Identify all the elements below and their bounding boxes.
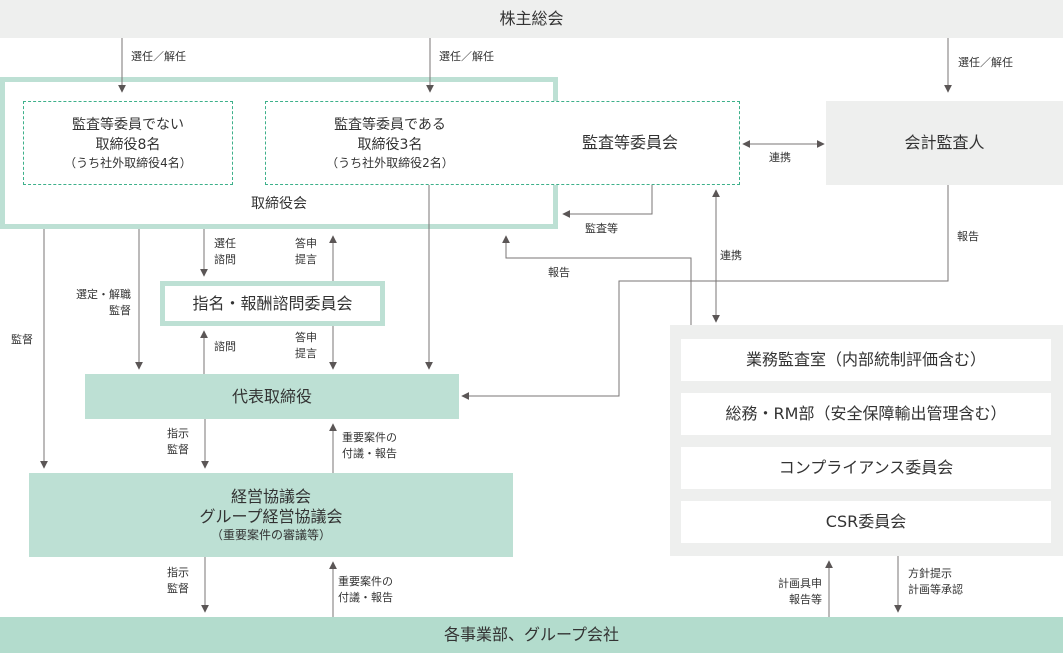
accounting-auditor-label: 会計監査人 [904, 133, 985, 152]
label-shiji-1a: 指示 [167, 427, 189, 440]
arrow-report-ceo [461, 185, 949, 400]
shareholders-meeting-label: 株主総会 [499, 9, 564, 28]
label-juyo-1b: 付議・報告 [342, 447, 397, 460]
nomination-label: 指名・報酬諮問委員会 [192, 293, 353, 313]
board-label: 取締役会 [251, 196, 307, 212]
label-keikaku-1: 計画具申 [778, 577, 822, 590]
label-juyo-2b: 付議・報告 [338, 591, 393, 604]
label-sentei-1: 選定・解職 [76, 288, 131, 301]
label-juyo-1: 重要案件の 付議・報告 [342, 430, 397, 462]
audit-line3: （うち社外取締役2名） [326, 156, 454, 170]
label-juyo-2: 重要案件の 付議・報告 [338, 574, 393, 606]
audit-directors: 監査等委員である 取締役3名 （うち社外取締役2名） [275, 101, 505, 185]
label-juyo-2a: 重要案件の [338, 575, 393, 588]
label-elect-2: 選任／解任 [439, 50, 494, 63]
label-shiji-2a: 指示 [167, 566, 189, 579]
label-renkei-1: 連携 [769, 151, 791, 164]
non-audit-line1: 監査等委員でない [72, 117, 184, 133]
arrow-kansa [562, 185, 653, 218]
label-shiji-2: 指示 監督 [167, 565, 189, 597]
council-line3: （重要案件の審議等） [210, 528, 331, 542]
label-houkoku-2: 報告 [957, 230, 979, 243]
label-keikaku-2: 報告等 [789, 593, 822, 606]
label-sentei: 選定・解職 監督 [64, 287, 131, 319]
label-toushin-2: 答申 提言 [295, 330, 317, 362]
label-toushin-1b: 提言 [295, 253, 317, 266]
audit-line2: 取締役3名 [357, 137, 423, 153]
label-renkei-2: 連携 [720, 249, 742, 262]
csr-label: CSR委員会 [825, 512, 907, 531]
label-toushin-2b: 提言 [295, 347, 317, 360]
non-audit-directors-box: 監査等委員でない 取締役8名 （うち社外取締役4名） [23, 101, 233, 185]
label-senin: 選任 諮問 [214, 236, 236, 268]
management-council: 経営協議会 グループ経営協議会 （重要案件の審議等） [29, 473, 513, 557]
label-senin-1: 選任 [214, 237, 236, 250]
label-juyo-1a: 重要案件の [342, 431, 397, 444]
ceo-label: 代表取締役 [231, 386, 312, 406]
label-elect-3: 選任／解任 [958, 56, 1013, 69]
nomination-compensation-committee: 指名・報酬諮問委員会 [160, 281, 385, 326]
label-toushin-1: 答申 提言 [295, 236, 317, 268]
label-houkoku-1: 報告 [548, 266, 570, 279]
audit-committee-label: 監査等委員会 [581, 133, 678, 152]
internal-audit-label: 業務監査室（内部統制評価含む） [745, 350, 986, 369]
label-houshin-2: 計画等承認 [908, 583, 963, 596]
accounting-auditor: 会計監査人 [826, 101, 1063, 185]
label-sentei-2: 監督 [109, 304, 131, 317]
audit-line1: 監査等委員である [334, 117, 446, 133]
non-audit-line2: 取締役8名 [95, 137, 161, 153]
label-shiji-1b: 監督 [167, 443, 189, 456]
council-line1: 経営協議会 [230, 487, 311, 506]
label-shimon: 諮問 [214, 340, 236, 353]
label-toushin-1a: 答申 [295, 237, 317, 250]
label-keikaku: 計画具申 報告等 [762, 576, 822, 608]
business-units: 各事業部、グループ会社 [0, 617, 1063, 653]
label-elect-1: 選任／解任 [131, 50, 186, 63]
non-audit-line3: （うち社外取締役4名） [64, 156, 192, 170]
general-affairs-label: 総務・RM部（安全保障輸出管理含む） [725, 404, 1007, 423]
representative-director: 代表取締役 [85, 374, 459, 419]
internal-audit-office: 業務監査室（内部統制評価含む） [681, 339, 1051, 381]
label-houshin-1: 方針提示 [908, 567, 952, 580]
label-houshin: 方針提示 計画等承認 [908, 566, 963, 598]
shareholders-meeting: 株主総会 [0, 0, 1063, 38]
label-senin-2: 諮問 [214, 253, 236, 266]
audit-committee-box [265, 101, 740, 185]
label-shiji-2b: 監督 [167, 582, 189, 595]
general-affairs-rm: 総務・RM部（安全保障輸出管理含む） [681, 393, 1051, 435]
csr-committee: CSR委員会 [681, 501, 1051, 543]
label-toushin-2a: 答申 [295, 331, 317, 344]
label-kansa: 監査等 [585, 222, 618, 235]
council-line2: グループ経営協議会 [199, 507, 343, 526]
audit-committee: 監査等委員会 [520, 101, 740, 185]
label-kantoku: 監督 [11, 333, 33, 346]
business-units-label: 各事業部、グループ会社 [443, 625, 620, 644]
compliance-label: コンプライアンス委員会 [778, 458, 954, 477]
label-shiji-1: 指示 監督 [167, 426, 189, 458]
arrow-report-committee [502, 235, 692, 325]
compliance-committee: コンプライアンス委員会 [681, 447, 1051, 489]
